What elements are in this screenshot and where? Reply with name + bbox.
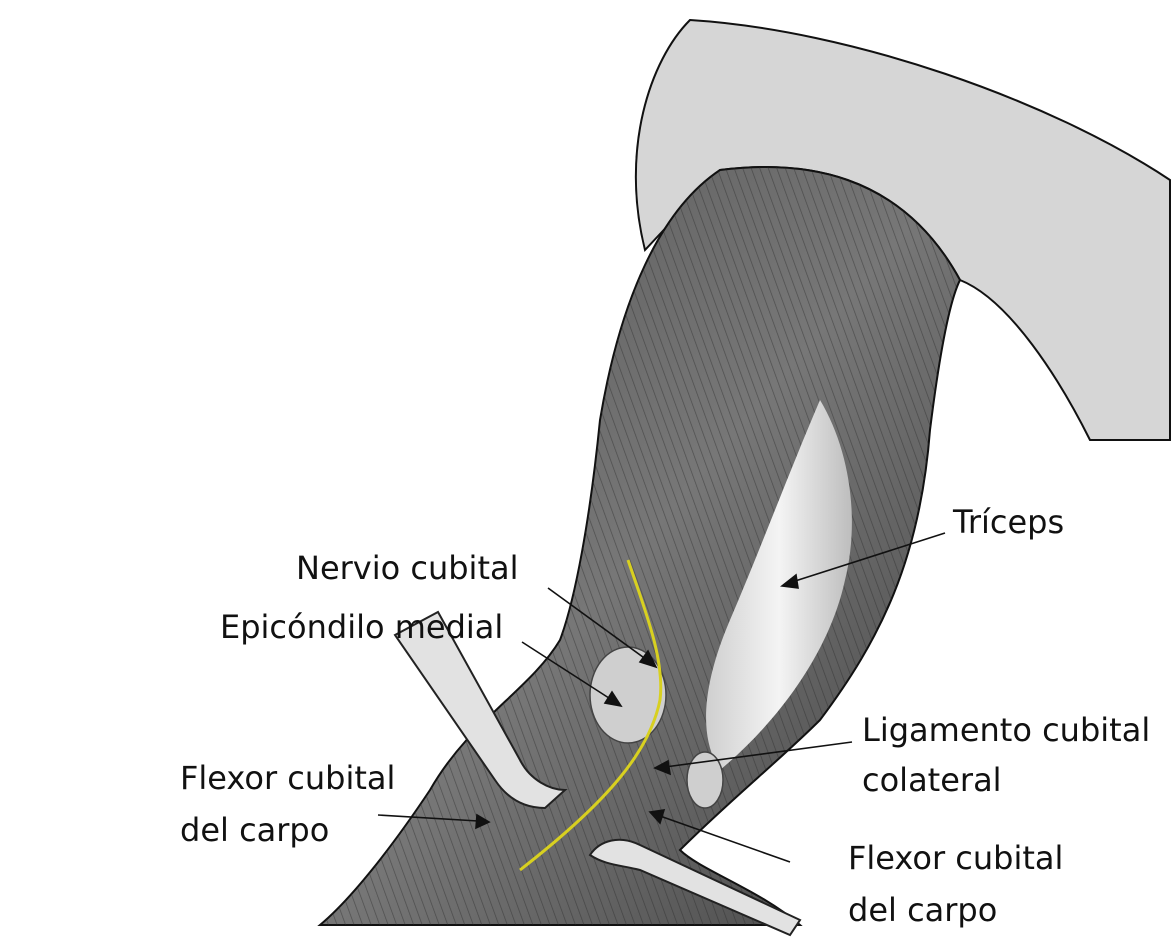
triceps-arrow	[791, 532, 946, 583]
ligamento-arrow	[664, 741, 853, 768]
triceps-tendon	[706, 400, 852, 770]
label-ligamento-line2: colateral	[862, 761, 1002, 799]
label-nervio-cubital: Nervio cubital	[296, 549, 519, 587]
label-flexor-left-line1: Flexor cubital	[180, 759, 396, 797]
flexor-left-arrow	[377, 814, 479, 822]
label-triceps: Tríceps	[953, 503, 1065, 541]
label-flexor-left-line2: del carpo	[180, 811, 330, 849]
retractor-lower	[588, 838, 802, 937]
medial-epicondyle	[589, 646, 667, 744]
epicondilo-arrow	[521, 641, 613, 701]
label-epicondilo-medial: Epicóndilo medial	[220, 608, 504, 646]
label-flexor-right-line2: del carpo	[848, 891, 998, 929]
ulnar-nerve	[519, 559, 663, 872]
label-ligamento-line1: Ligamento cubital	[862, 711, 1151, 749]
label-flexor-right-line1: Flexor cubital	[848, 839, 1064, 877]
flexor-right-arrow	[659, 815, 791, 863]
nervio-cubital-arrow	[547, 587, 648, 661]
shoulder-region	[634, 18, 1171, 441]
retractor-upper	[393, 610, 568, 810]
